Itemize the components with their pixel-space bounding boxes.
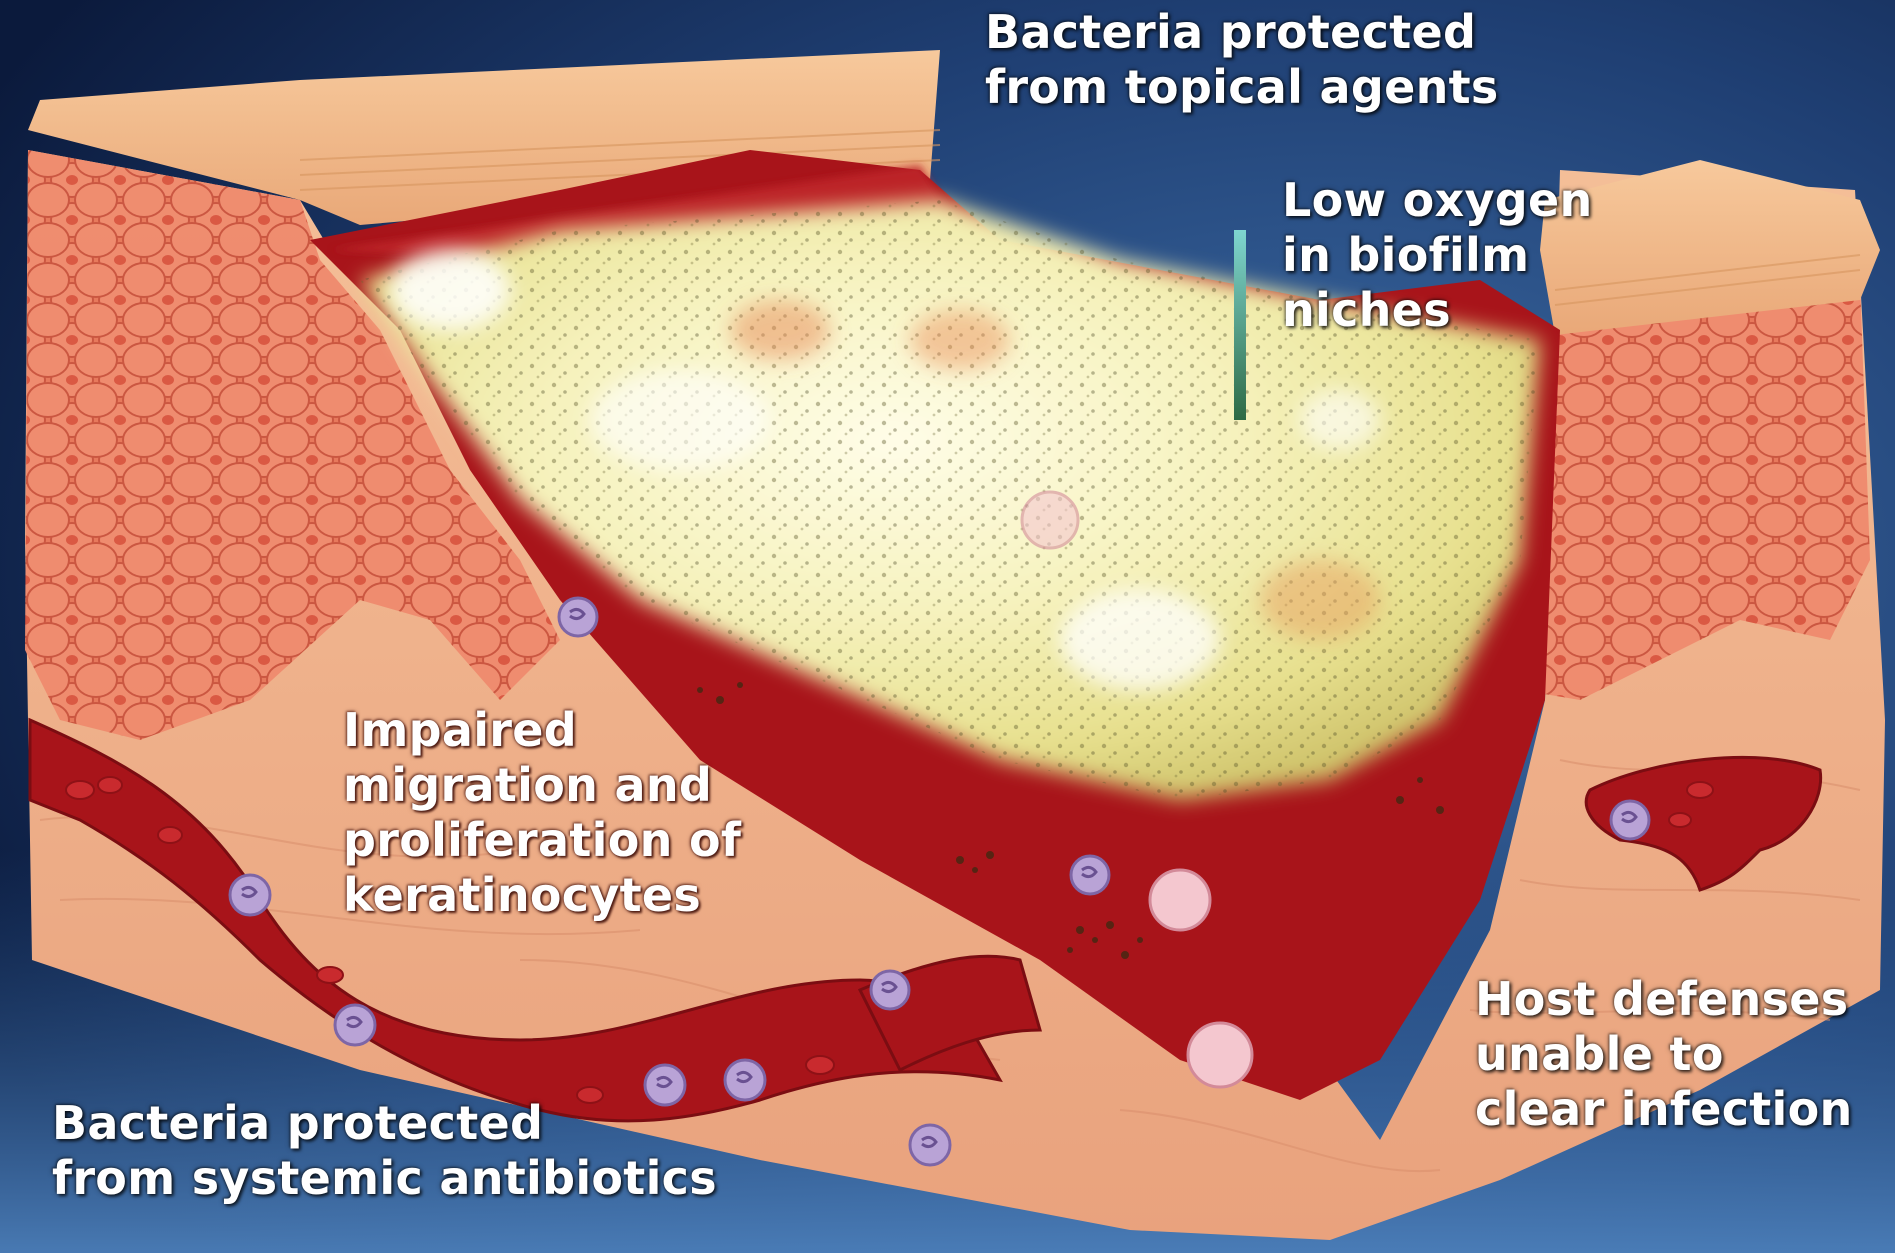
callout-line: Bacteria protected [52, 1096, 717, 1151]
callout-line: Bacteria protected [985, 5, 1499, 60]
callout-line: migration and [343, 758, 741, 813]
callout-systemic-antibiotics: Bacteria protected from systemic antibio… [52, 1096, 717, 1206]
callout-line: from systemic antibiotics [52, 1151, 717, 1206]
callout-line: keratinocytes [343, 868, 741, 923]
callout-topical-agents: Bacteria protected from topical agents [985, 5, 1499, 115]
callout-host-defenses: Host defenses unable to clear infection [1475, 972, 1853, 1137]
callout-line: clear infection [1475, 1082, 1853, 1137]
callout-low-oxygen: Low oxygen in biofilm niches [1282, 173, 1593, 338]
callout-line: unable to [1475, 1027, 1853, 1082]
callout-line: in biofilm [1282, 228, 1593, 283]
callout-keratinocytes: Impaired migration and proliferation of … [343, 703, 741, 923]
callout-line: from topical agents [985, 60, 1499, 115]
callout-line: Low oxygen [1282, 173, 1593, 228]
callout-line: niches [1282, 283, 1593, 338]
callout-line: proliferation of [343, 813, 741, 868]
callout-line: Host defenses [1475, 972, 1853, 1027]
callout-line: Impaired [343, 703, 741, 758]
